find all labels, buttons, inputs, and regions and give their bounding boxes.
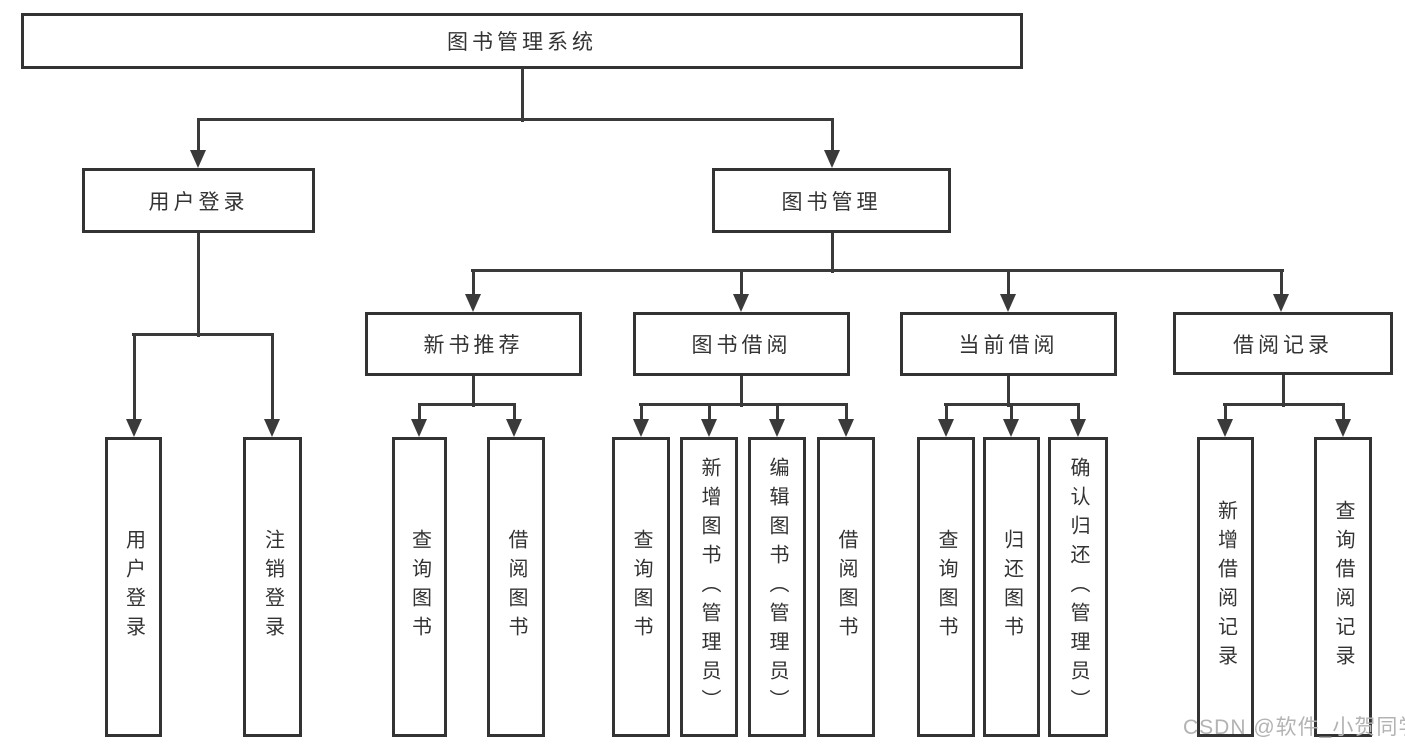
connector-line: [197, 118, 834, 121]
node-book-borrowing-label: 图书借阅: [691, 334, 792, 357]
connector-line: [639, 403, 848, 406]
node-root-label: 图书管理系统: [447, 31, 597, 54]
leaf-bb-edit-books-admin: 编辑图书（管理员）: [748, 437, 806, 737]
leaf-cb-confirm-return-admin-label: 确认归还（管理员）: [1067, 456, 1089, 718]
connector-line: [740, 270, 743, 300]
connector-line: [197, 119, 200, 156]
arrowhead-down-icon: [938, 419, 954, 437]
leaf-nb-borrow-books-label: 借阅图书: [505, 529, 527, 645]
node-borrowing-records-label: 借阅记录: [1233, 333, 1333, 357]
node-user-login-label: 用户登录: [148, 190, 249, 214]
leaf-logout: 注销登录: [243, 437, 302, 737]
leaf-user-login: 用户登录: [105, 437, 162, 737]
connector-line: [1007, 376, 1010, 407]
leaf-br-query-record: 查询借阅记录: [1314, 437, 1372, 737]
node-book-borrowing: 图书借阅: [633, 312, 850, 376]
leaf-br-add-record-label: 新增借阅记录: [1214, 500, 1237, 674]
connector-line: [831, 233, 834, 273]
connector-line: [708, 404, 711, 425]
leaf-cb-return-books-label: 归还图书: [1000, 529, 1023, 645]
connector-line: [640, 404, 643, 425]
connector-line: [472, 270, 475, 300]
arrowhead-down-icon: [824, 150, 840, 168]
connector-line: [1282, 375, 1285, 407]
leaf-cb-query-books: 查询图书: [917, 437, 975, 737]
connector-line: [418, 403, 516, 406]
node-new-book-recommend-label: 新书推荐: [423, 334, 524, 357]
node-borrowing-records: 借阅记录: [1173, 312, 1393, 375]
arrowhead-down-icon: [1003, 419, 1019, 437]
leaf-nb-borrow-books: 借阅图书: [487, 437, 545, 737]
arrowhead-down-icon: [506, 419, 522, 437]
leaf-cb-confirm-return-admin: 确认归还（管理员）: [1048, 437, 1108, 737]
arrowhead-down-icon: [1217, 419, 1233, 437]
arrowhead-down-icon: [190, 150, 206, 168]
csdn-watermark: CSDN @软件_小贺同学: [1183, 716, 1405, 739]
leaf-nb-query-books-label: 查询图书: [408, 529, 431, 645]
node-user-login: 用户登录: [82, 168, 315, 233]
arrowhead-down-icon: [769, 419, 785, 437]
connector-line: [831, 119, 834, 156]
leaf-cb-return-books: 归还图书: [983, 437, 1040, 737]
node-new-book-recommend: 新书推荐: [365, 312, 582, 376]
arrowhead-down-icon: [1335, 419, 1351, 437]
leaf-nb-query-books: 查询图书: [392, 437, 447, 737]
node-current-borrowing: 当前借阅: [900, 312, 1117, 376]
connector-line: [1224, 404, 1227, 425]
leaf-logout-label: 注销登录: [261, 529, 284, 645]
arrowhead-down-icon: [1070, 419, 1086, 437]
node-book-management-label: 图书管理: [781, 190, 882, 214]
arrowhead-down-icon: [633, 419, 649, 437]
leaf-bb-query-books: 查询图书: [612, 437, 670, 737]
leaf-user-login-label: 用户登录: [122, 529, 145, 645]
leaf-bb-add-books-admin: 新增图书（管理员）: [680, 437, 738, 737]
node-current-borrowing-label: 当前借阅: [958, 334, 1059, 357]
connector-line: [471, 269, 1284, 272]
arrowhead-down-icon: [411, 419, 427, 437]
leaf-bb-borrow-books-label: 借阅图书: [835, 529, 857, 645]
connector-line: [1280, 270, 1283, 300]
arrowhead-down-icon: [733, 294, 749, 312]
connector-line: [845, 404, 848, 425]
connector-line: [1342, 404, 1345, 425]
leaf-bb-add-books-admin-label: 新增图书（管理员）: [698, 456, 720, 718]
arrowhead-down-icon: [1273, 294, 1289, 312]
connector-line: [271, 334, 274, 425]
connector-line: [418, 404, 421, 425]
connector-line: [132, 333, 274, 336]
arrowhead-down-icon: [264, 419, 280, 437]
node-root: 图书管理系统: [21, 13, 1023, 69]
leaf-br-add-record: 新增借阅记录: [1197, 437, 1254, 737]
connector-line: [521, 68, 524, 122]
connector-line: [472, 376, 475, 407]
connector-line: [1007, 270, 1010, 300]
connector-line: [133, 334, 136, 425]
leaf-cb-query-books-label: 查询图书: [935, 529, 957, 645]
connector-line: [945, 404, 948, 425]
arrowhead-down-icon: [701, 419, 717, 437]
connector-line: [513, 404, 516, 425]
arrowhead-down-icon: [126, 419, 142, 437]
leaf-bb-borrow-books: 借阅图书: [817, 437, 875, 737]
arrowhead-down-icon: [1000, 294, 1016, 312]
connector-line: [197, 233, 200, 337]
leaf-bb-edit-books-admin-label: 编辑图书（管理员）: [766, 456, 788, 718]
connector-line: [740, 376, 743, 407]
arrowhead-down-icon: [465, 294, 481, 312]
arrowhead-down-icon: [838, 419, 854, 437]
connector-line: [1077, 404, 1080, 425]
connector-line: [1010, 404, 1013, 425]
connector-line: [776, 404, 779, 425]
leaf-br-query-record-label: 查询借阅记录: [1332, 500, 1354, 674]
leaf-bb-query-books-label: 查询图书: [630, 529, 652, 645]
node-book-management: 图书管理: [712, 168, 951, 233]
